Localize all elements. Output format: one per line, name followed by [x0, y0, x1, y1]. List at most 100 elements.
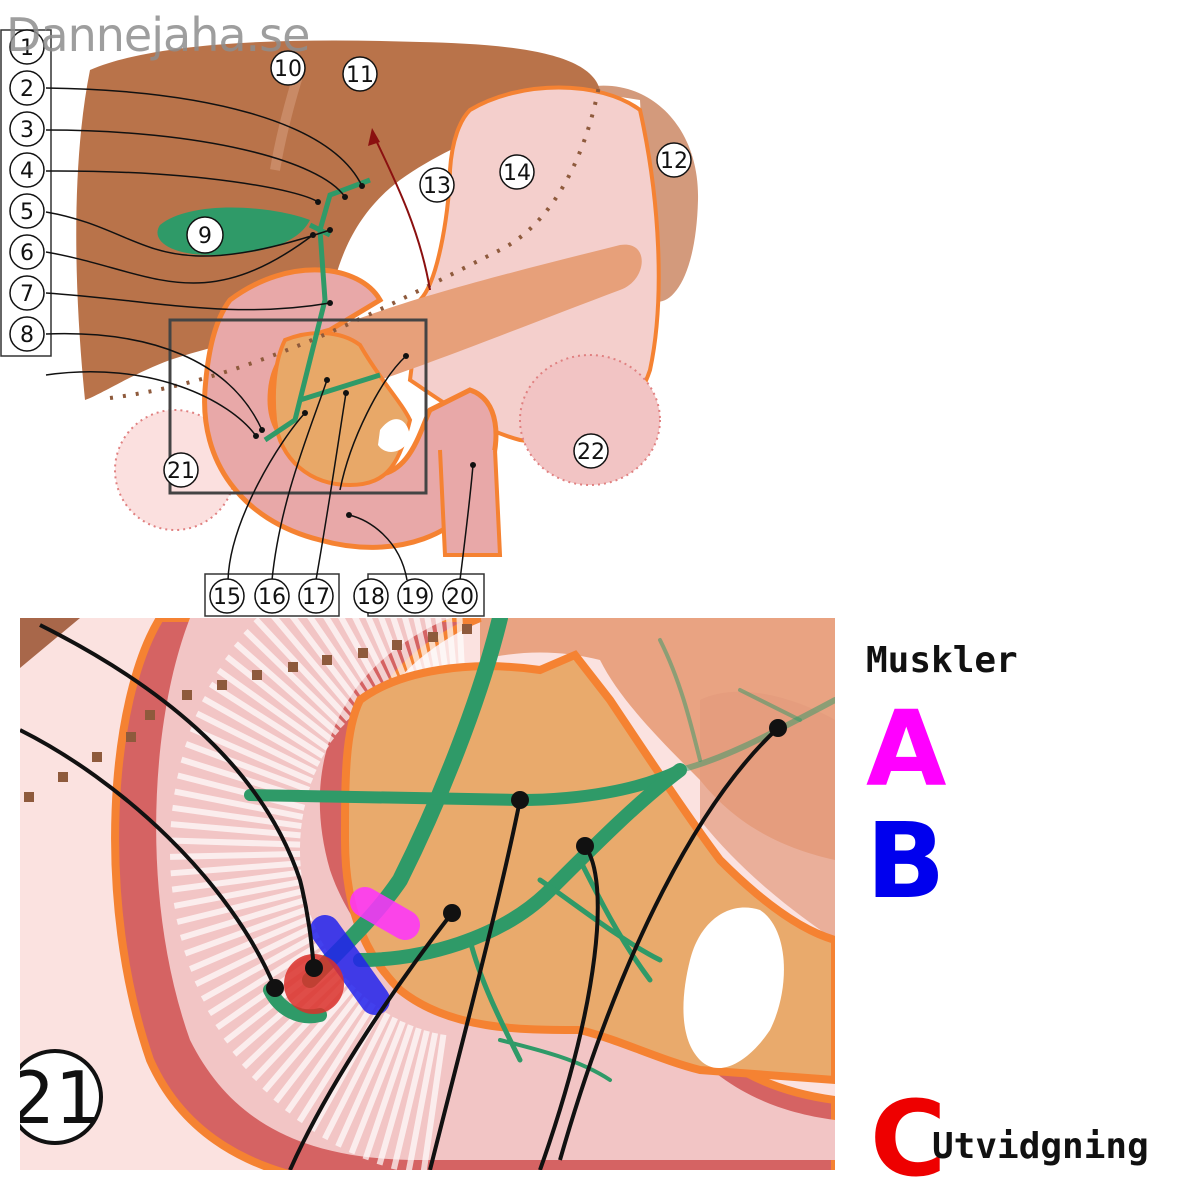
label-circle-2 — [9, 70, 45, 106]
label-18: 18 — [353, 578, 389, 614]
fold-stripe — [170, 860, 301, 877]
label-circle-18 — [353, 578, 389, 614]
label-circle-8 — [9, 316, 45, 352]
mucosa-band — [156, 618, 835, 1160]
spleen-shape — [575, 85, 699, 302]
arrow-line — [371, 131, 431, 291]
region-22-shape — [519, 354, 661, 486]
zoom-inset: 21 — [9, 618, 835, 1170]
fold-stripe — [390, 1030, 430, 1170]
label-text-12: 12 — [660, 149, 688, 174]
label-text-9: 9 — [198, 224, 212, 249]
jejunum-shape — [438, 449, 503, 557]
label-5: 5 — [9, 193, 45, 229]
muscle-b-marker — [310, 915, 390, 1015]
label-10: 10 — [270, 50, 306, 86]
fold-stripe — [335, 1016, 398, 1148]
label-2: 2 — [9, 70, 45, 106]
label-16: 16 — [254, 578, 290, 614]
label-11: 11 — [342, 56, 378, 92]
label-17: 17 — [298, 578, 334, 614]
label-text-7: 7 — [20, 282, 34, 307]
label-text-11: 11 — [346, 63, 374, 88]
fold-stripe — [253, 618, 351, 722]
fold-stripe — [184, 741, 311, 793]
legend-letter-c: C — [870, 1078, 947, 1200]
fold-stripe — [176, 887, 305, 925]
label-14: 14 — [499, 154, 535, 190]
fold-stripe — [362, 1024, 414, 1161]
label-text-1: 1 — [20, 36, 34, 61]
label-text-13: 13 — [423, 174, 451, 199]
fold-stripe — [352, 618, 392, 687]
label-12: 12 — [656, 142, 692, 178]
fold-stripe — [405, 1032, 439, 1170]
label-circle-9 — [186, 216, 224, 254]
fold-stripe — [189, 725, 314, 784]
fold-stripe — [194, 923, 317, 987]
fold-stripe — [338, 618, 385, 692]
label-text-17: 17 — [302, 585, 330, 610]
legend-c-text: Utvidgning — [932, 1126, 1149, 1167]
legend-title: Muskler — [866, 640, 1018, 681]
fold-stripe — [173, 878, 304, 909]
label-text-14: 14 — [503, 161, 531, 186]
fold-stripe — [378, 618, 407, 679]
label-text-6: 6 — [20, 241, 34, 266]
fold-stripe — [174, 788, 304, 820]
white-gap — [683, 907, 784, 1069]
label-text-5: 5 — [20, 200, 34, 225]
fold-stripe — [402, 618, 423, 673]
label-7: 7 — [9, 275, 45, 311]
dilation-c-marker — [284, 954, 344, 1014]
label-1: 1 — [9, 29, 45, 65]
label-text-16: 16 — [258, 585, 286, 610]
zoom-leader-dots — [266, 719, 787, 997]
zoom-leader-lines — [20, 623, 780, 1170]
fold-stripe — [424, 618, 440, 668]
fold-stripe — [262, 984, 356, 1093]
fold-stripe — [179, 896, 308, 941]
fold-stripe — [201, 696, 321, 767]
label-circle-16 — [254, 578, 290, 614]
fold-stripe — [177, 772, 306, 811]
fold-stripe — [216, 667, 330, 751]
label-text-3: 3 — [20, 118, 34, 143]
label-circle-10 — [270, 50, 306, 86]
zoom-label-21: 21 — [9, 1056, 101, 1140]
label-circle-19 — [397, 578, 433, 614]
label-19: 19 — [397, 578, 433, 614]
label-circle-22 — [573, 433, 609, 469]
fold-stripe — [224, 654, 335, 743]
fold-stripe — [171, 869, 302, 893]
pancreas-shape — [330, 244, 642, 380]
label-circle-11 — [342, 56, 378, 92]
fold-stripe — [435, 618, 448, 666]
label-text-10: 10 — [274, 57, 302, 82]
label-circle-1 — [9, 29, 45, 65]
fold-stripe — [365, 618, 400, 683]
label-20: 20 — [442, 578, 478, 614]
fold-stripe — [390, 618, 415, 676]
fold-stripe — [323, 618, 377, 697]
fold-stripe — [307, 618, 371, 703]
bile-ducts — [263, 177, 381, 443]
fold-stripe — [169, 850, 301, 860]
fold-stripe — [296, 1002, 376, 1124]
fold-stripe — [271, 618, 357, 715]
muscle-a-marker — [350, 887, 420, 940]
label-text-18: 18 — [357, 585, 385, 610]
fold-stripe — [322, 1012, 391, 1141]
fold-stripe — [273, 990, 363, 1104]
label-13: 13 — [419, 167, 455, 203]
label-circle-21 — [163, 452, 199, 488]
fold-stripe — [170, 837, 301, 848]
label-circle-12 — [656, 142, 692, 178]
label-circle-5 — [9, 193, 45, 229]
label-8: 8 — [9, 316, 45, 352]
fold-stripe — [207, 940, 324, 1017]
label-text-15: 15 — [213, 585, 241, 610]
fold-stripe — [413, 618, 432, 670]
